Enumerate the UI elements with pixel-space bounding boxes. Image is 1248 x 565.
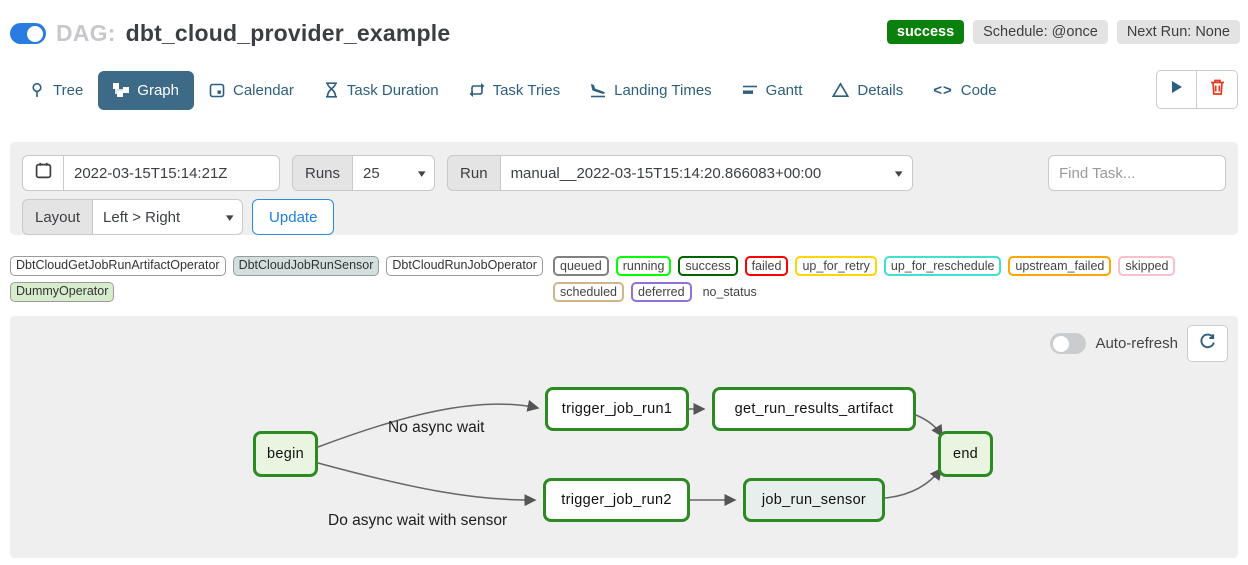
gantt-icon	[742, 82, 758, 98]
graph-panel: Auto-refresh No async wait Do async wait…	[10, 316, 1238, 558]
dag-name: dbt_cloud_provider_example	[125, 20, 451, 46]
graph-icon	[113, 82, 130, 98]
toggle-knob	[1053, 335, 1070, 352]
tab-task-duration[interactable]: Task Duration	[309, 71, 454, 110]
filter-panel: Runs 25▾ Run manual__2022-03-15T15:14:20…	[10, 142, 1238, 235]
toggle-knob	[27, 25, 43, 42]
legend: DbtCloudGetJobRunArtifactOperator DbtClo…	[10, 256, 1238, 302]
edge-label: Do async wait with sensor	[328, 512, 508, 529]
update-button[interactable]: Update	[252, 199, 335, 235]
status-chip[interactable]: skipped	[1118, 256, 1176, 276]
delete-dag-button[interactable]	[1197, 70, 1238, 109]
base-date-input[interactable]	[64, 155, 280, 191]
trigger-dag-button[interactable]	[1156, 70, 1197, 109]
task-node-get-run-results-artifact[interactable]: get_run_results_artifact	[712, 387, 916, 431]
details-triangle-icon	[832, 82, 850, 98]
num-runs-select[interactable]: 25▾	[353, 155, 436, 191]
tab-task-tries[interactable]: Task Tries	[454, 71, 576, 110]
status-chip[interactable]: running	[615, 256, 672, 276]
tab-details[interactable]: Details	[817, 71, 918, 110]
operator-chip: DbtCloudJobRunSensor	[232, 256, 380, 276]
schedule-badge[interactable]: Schedule: @once	[973, 20, 1108, 44]
run-label: Run	[447, 155, 501, 191]
trash-icon	[1210, 79, 1225, 100]
runs-label: Runs	[292, 155, 354, 191]
find-task-input[interactable]	[1048, 155, 1226, 191]
tree-icon	[29, 82, 45, 98]
status-chip[interactable]: queued	[553, 256, 609, 276]
status-chip[interactable]: up_for_reschedule	[883, 256, 1002, 276]
refresh-icon	[1199, 333, 1216, 355]
calendar-icon	[35, 162, 52, 184]
task-node-job-run-sensor[interactable]: job_run_sensor	[743, 478, 885, 522]
task-node-begin[interactable]: begin	[253, 431, 318, 477]
task-node-end[interactable]: end	[938, 431, 993, 477]
status-badge: success	[886, 20, 965, 44]
operator-chip: DbtCloudGetJobRunArtifactOperator	[10, 256, 226, 276]
operator-chip: DbtCloudRunJobOperator	[386, 256, 543, 276]
status-chip[interactable]: up_for_retry	[795, 256, 877, 276]
status-chip[interactable]: deferred	[631, 282, 692, 302]
task-node-trigger-job-run2[interactable]: trigger_job_run2	[543, 478, 690, 522]
dag-label: DAG:	[56, 20, 116, 46]
operator-legend: DbtCloudGetJobRunArtifactOperator DbtClo…	[10, 256, 553, 302]
tab-gantt[interactable]: Gantt	[727, 71, 818, 110]
repeat-icon	[469, 82, 485, 98]
layout-label: Layout	[22, 199, 94, 235]
hourglass-icon	[324, 82, 339, 98]
dag-header: DAG: dbt_cloud_provider_example success …	[0, 0, 1248, 64]
chevron-down-icon: ▾	[225, 211, 234, 224]
status-chip[interactable]: scheduled	[553, 282, 624, 302]
tab-code[interactable]: <> Code	[933, 81, 997, 99]
status-legend: queued running success failed up_for_ret…	[553, 256, 1238, 302]
refresh-button[interactable]	[1187, 325, 1228, 362]
status-chip[interactable]: failed	[744, 256, 789, 276]
plane-landing-icon	[590, 82, 606, 98]
auto-refresh-label: Auto-refresh	[1095, 335, 1178, 352]
dag-actions	[1156, 70, 1238, 109]
next-run-badge: Next Run: None	[1116, 20, 1240, 44]
run-select[interactable]: manual__2022-03-15T15:14:20.866083+00:00…	[500, 155, 913, 191]
tab-landing-times[interactable]: Landing Times	[575, 71, 727, 110]
operator-chip: DummyOperator	[10, 282, 115, 302]
view-tabbar: Tree Graph Calendar Task Duration Task T…	[0, 64, 1248, 116]
status-chip[interactable]: success	[678, 256, 738, 276]
task-node-trigger-job-run1[interactable]: trigger_job_run1	[545, 387, 689, 431]
status-chip[interactable]: upstream_failed	[1008, 256, 1112, 276]
edge-label: No async wait	[388, 419, 485, 436]
play-icon	[1170, 80, 1184, 99]
auto-refresh-toggle[interactable]	[1050, 333, 1087, 354]
dag-pause-toggle[interactable]	[10, 23, 46, 44]
dag-edges	[317, 399, 943, 507]
tab-calendar[interactable]: Calendar	[194, 71, 309, 110]
base-date-picker-button[interactable]	[22, 155, 64, 191]
code-icon: <>	[933, 81, 953, 99]
layout-select[interactable]: Left > Right▾	[93, 199, 244, 235]
no-status-label: no_status	[702, 285, 757, 299]
chevron-down-icon: ▾	[894, 167, 903, 180]
tab-graph[interactable]: Graph	[98, 70, 194, 110]
calendar-icon	[209, 82, 225, 98]
tab-tree[interactable]: Tree	[14, 71, 98, 110]
chevron-down-icon: ▾	[417, 167, 426, 180]
